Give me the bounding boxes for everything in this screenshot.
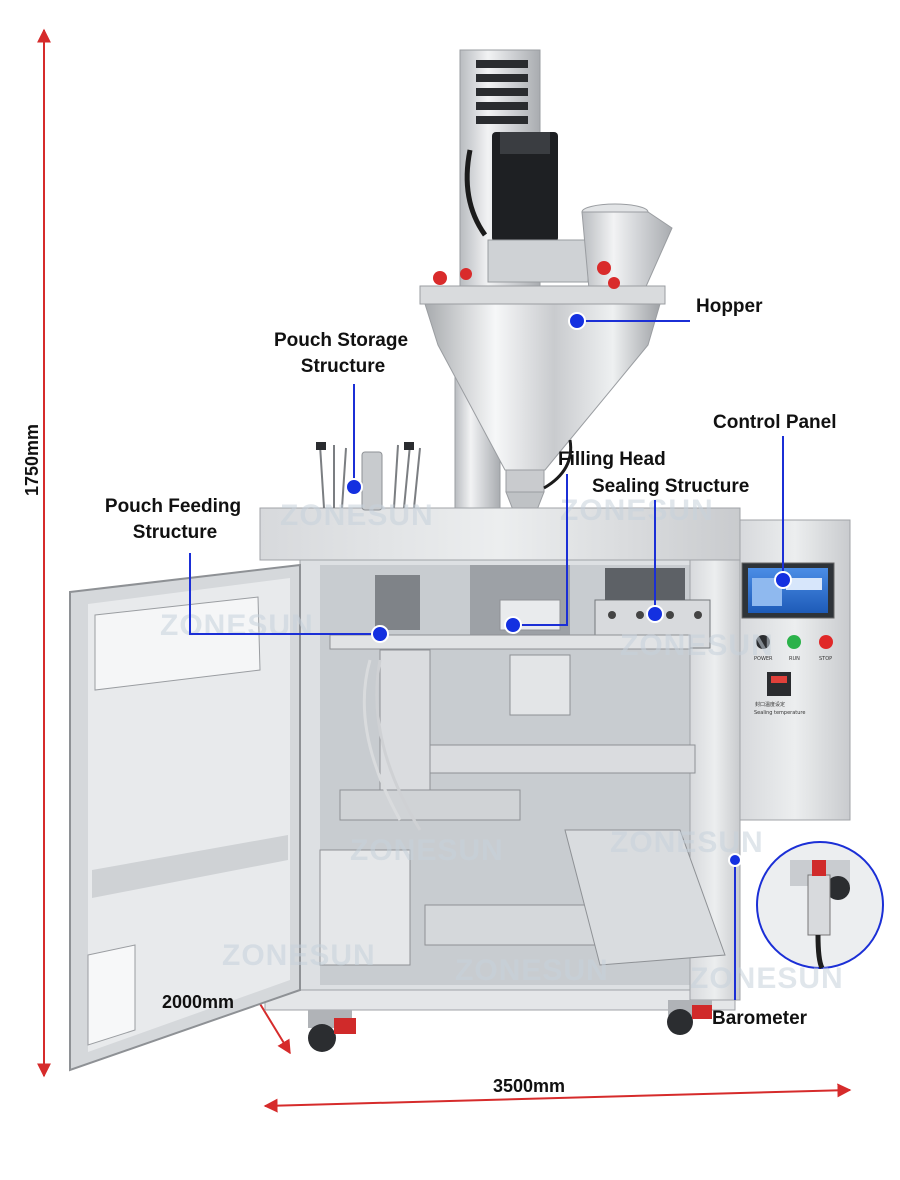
run-label: RUN [789, 656, 800, 662]
barometer-inset [756, 841, 884, 970]
pouch-storage-label-line2: Structure [300, 356, 386, 377]
hopper-dot [568, 312, 586, 330]
depth-dimension-label: 2000mm [162, 992, 235, 1012]
barometer-dot [728, 853, 742, 867]
watermark-7: ZONESUN [222, 939, 376, 972]
control-panel-box: POWER RUN STOP 封口温度设定 Sealing temperatur… [741, 562, 835, 716]
auger-column [454, 49, 589, 511]
barometer-label: Barometer [712, 1008, 808, 1029]
filling-head-callout-line [513, 474, 568, 626]
pouch-feeding-label-line1: Pouch Feeding [104, 496, 242, 517]
width-dimension-label: 3500mm [493, 1076, 566, 1096]
sealing-temp-cn-label: 封口温度设定 [755, 701, 785, 708]
watermark-9: ZONESUN [690, 962, 844, 995]
watermark-8: ZONESUN [455, 954, 609, 987]
casters [308, 1000, 712, 1052]
stop-button-icon [819, 635, 833, 649]
hopper-body [419, 261, 666, 516]
cooling-fins [476, 60, 528, 124]
stop-label: STOP [819, 656, 832, 662]
pouch-storage-label-line1: Pouch Storage [273, 330, 409, 351]
open-door [69, 563, 301, 1072]
watermark-2: ZONESUN [560, 494, 714, 527]
height-dimension-label: 1750mm [22, 423, 42, 496]
power-switch-icon [756, 635, 770, 649]
pouch-feeding-dot [371, 625, 389, 643]
sealing-structure-dot [646, 605, 664, 623]
filling-head-dot [504, 616, 522, 634]
pouch-storage-dot [345, 478, 363, 496]
hopper-label: Hopper [696, 296, 763, 317]
temperature-controller [767, 672, 791, 696]
servo-motor [492, 132, 558, 242]
watermark-6: ZONESUN [610, 826, 764, 859]
pouch-feeding-label-line2: Structure [132, 522, 218, 543]
width-dimension-line [263, 1083, 852, 1113]
pouch-feeding-callout-line [189, 553, 380, 635]
run-button-icon [787, 635, 801, 649]
watermark-1: ZONESUN [280, 499, 434, 532]
control-panel-dot [774, 571, 792, 589]
side-funnel [581, 203, 673, 301]
watermarks: ZONESUN ZONESUN ZONESUN ZONESUN ZONESUN … [160, 494, 844, 995]
callouts [189, 320, 784, 1000]
pouch-storage-rack [316, 442, 421, 511]
callout-dots [345, 312, 792, 867]
sealing-temp-label: Sealing temperature [754, 710, 805, 716]
control-panel-label: Control Panel [713, 412, 837, 433]
sealing-structure-label: Sealing Structure [592, 476, 750, 497]
power-label: POWER [754, 656, 773, 662]
watermark-3: ZONESUN [160, 609, 314, 642]
barometer-gauge-icon [826, 876, 850, 900]
filling-head-label: Filling Head [558, 449, 666, 470]
watermark-4: ZONESUN [620, 629, 774, 662]
watermark-5: ZONESUN [350, 834, 504, 867]
